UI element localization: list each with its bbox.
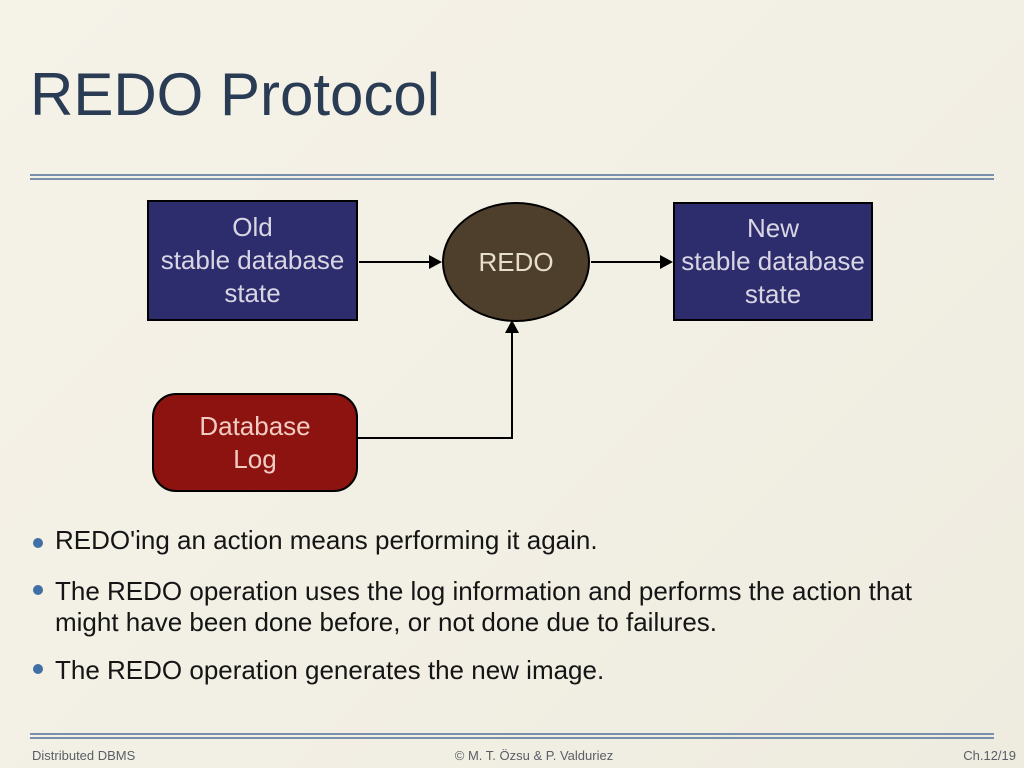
- footer-page-number: Ch.12/19: [963, 748, 1016, 763]
- bullet-dot: [33, 538, 43, 548]
- redo-ellipse-label: REDO: [478, 246, 554, 277]
- arrow-old-to-redo-line: [359, 261, 431, 263]
- bullet-item-3: The REDO operation generates the new ima…: [55, 655, 604, 686]
- footer-left-label: Distributed DBMS: [32, 748, 136, 763]
- redo-ellipse: REDO: [442, 202, 590, 322]
- bullet-dot: [33, 585, 43, 595]
- bullet-2-line1: The REDO operation uses the log informat…: [55, 576, 913, 606]
- old-state-line1: Old: [232, 212, 273, 242]
- bullet-dot: [33, 664, 43, 674]
- arrow-log-to-redo-vertical-line: [511, 331, 513, 439]
- bullet-item-2: The REDO operation uses the log informat…: [55, 576, 912, 638]
- old-state-line2: stable database: [160, 245, 345, 275]
- new-state-box: New stable database state: [673, 202, 873, 321]
- bullet-1-line1: REDO'ing an action means performing it a…: [55, 525, 598, 555]
- new-state-line2: stable database: [681, 246, 865, 276]
- old-state-line3: state: [224, 278, 281, 308]
- bullet-3-line1: The REDO operation generates the new ima…: [55, 655, 605, 685]
- arrow-log-to-redo-head-icon: [505, 320, 519, 333]
- arrow-log-to-redo-horizontal-line: [358, 437, 513, 439]
- slide-title: REDO Protocol: [30, 61, 441, 128]
- bullet-item-1: REDO'ing an action means performing it a…: [55, 525, 598, 556]
- arrow-redo-to-new-line: [591, 261, 662, 263]
- new-state-line3: state: [744, 279, 802, 309]
- footer-copyright-label: © M. T. Özsu & P. Valduriez: [454, 748, 614, 763]
- arrow-redo-to-new-head-icon: [660, 255, 673, 269]
- bullet-2-line2: might have been done before, or not done…: [55, 607, 718, 637]
- old-state-box: Old stable database state: [147, 200, 358, 321]
- footer-divider-rule: [30, 733, 994, 739]
- database-log-line1: Database: [199, 410, 311, 441]
- title-divider-rule: [30, 174, 994, 180]
- new-state-line1: New: [746, 213, 799, 243]
- database-log-box: Database Log: [152, 393, 358, 492]
- arrow-old-to-redo-head-icon: [429, 255, 442, 269]
- database-log-line2: Log: [233, 443, 277, 474]
